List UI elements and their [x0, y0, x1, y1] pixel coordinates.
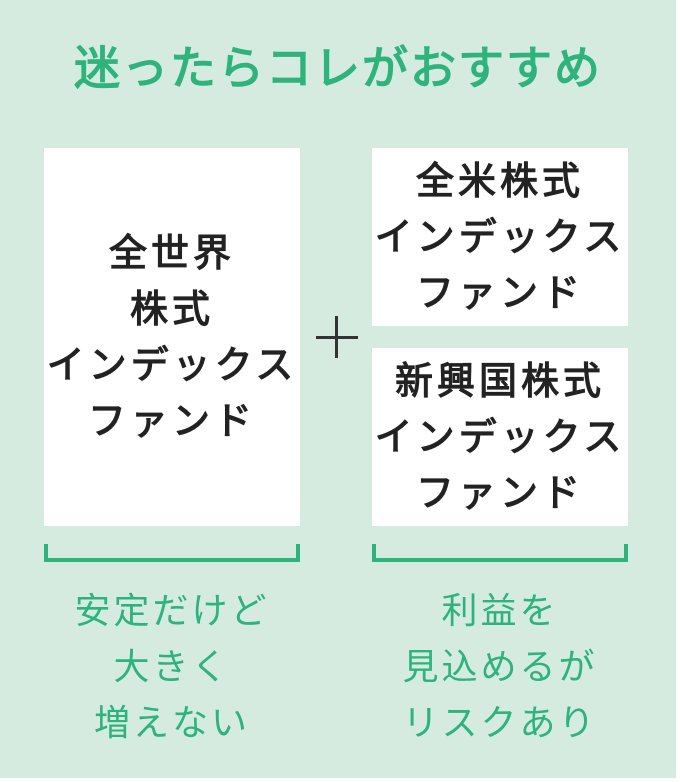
card-global-stock-index-fund: 全世界 株式 インデックス ファンド: [44, 148, 300, 526]
plus-icon: [312, 312, 362, 362]
card-line: 新興国株式: [394, 359, 605, 403]
card-line: インデックス: [374, 215, 626, 259]
card-line: ファンド: [87, 399, 256, 443]
card-line: ファンド: [415, 471, 584, 515]
card-emerging-stock-index-fund: 新興国株式 インデックス ファンド: [372, 348, 628, 526]
card-line: 全米株式: [415, 159, 584, 203]
card-line: ファンド: [415, 271, 584, 315]
caption-left: 安定だけど 大きく 増えない: [24, 584, 320, 752]
card-line: インデックス: [374, 415, 626, 459]
caption-line: 利益を: [441, 591, 559, 632]
page-title: 迷ったらコレがおすすめ: [74, 41, 602, 95]
caption-line: 増えない: [93, 703, 250, 744]
caption-line: 安定だけど: [74, 591, 270, 632]
bracket-left: [44, 544, 300, 562]
card-line: 株式: [129, 287, 214, 331]
card-line: 全世界: [108, 231, 235, 275]
caption-right: 利益を 見込めるが リスクあり: [352, 584, 648, 752]
caption-line: リスクあり: [402, 703, 598, 744]
caption-line: 見込めるが: [402, 647, 598, 688]
bracket-right: [372, 544, 628, 562]
card-line: インデックス: [46, 343, 298, 387]
caption-line: 大きく: [113, 647, 231, 688]
card-us-stock-index-fund: 全米株式 インデックス ファンド: [372, 148, 628, 326]
